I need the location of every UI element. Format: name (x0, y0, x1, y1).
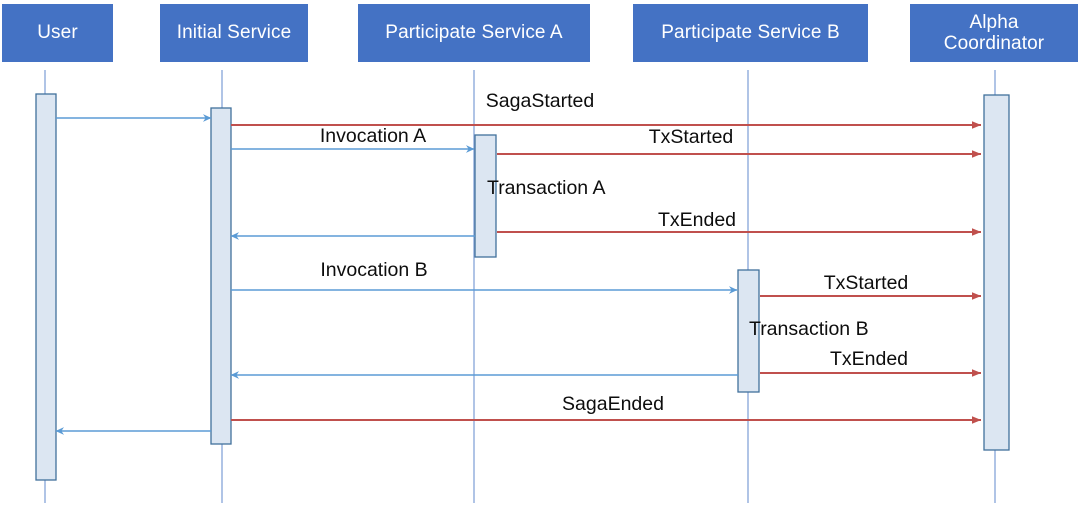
activation-user[interactable] (35, 93, 57, 481)
actor-label-user: User (37, 22, 78, 44)
msg-tx-ended-a-label: TxEnded (657, 209, 737, 231)
msg-invocation-a-label: Invocation A (319, 125, 427, 147)
actor-header-participate-service-b[interactable]: Participate Service B (633, 4, 868, 62)
note-transaction-b: Transaction B (749, 318, 869, 340)
msg-tx-started-b-label: TxStarted (823, 272, 909, 294)
actor-header-participate-service-a[interactable]: Participate Service A (358, 4, 590, 62)
actor-label-participate-service-b: Participate Service B (661, 22, 840, 44)
activations-group (35, 93, 1010, 481)
actor-header-user[interactable]: User (2, 4, 113, 62)
msg-tx-started-a-label: TxStarted (648, 126, 734, 148)
actor-label-line-2: Coordinator (943, 33, 1045, 54)
activation-initial-service[interactable] (210, 107, 232, 445)
actor-label-initial-service: Initial Service (176, 22, 292, 44)
actor-header-initial-service[interactable]: Initial Service (160, 4, 308, 62)
msg-saga-started-label: SagaStarted (485, 90, 595, 112)
activation-service-b[interactable] (737, 269, 760, 393)
activation-alpha[interactable] (983, 94, 1010, 451)
msg-invocation-b-label: Invocation B (320, 259, 428, 281)
messages-group (55, 114, 982, 435)
activation-service-a[interactable] (474, 134, 497, 258)
msg-tx-ended-b-label: TxEnded (829, 348, 909, 370)
msg-saga-ended-label: SagaEnded (562, 393, 664, 415)
actor-label-participate-service-a: Participate Service A (385, 22, 563, 44)
note-transaction-a: Transaction A (487, 177, 606, 199)
actor-label-line-1: Alpha (969, 11, 1019, 33)
